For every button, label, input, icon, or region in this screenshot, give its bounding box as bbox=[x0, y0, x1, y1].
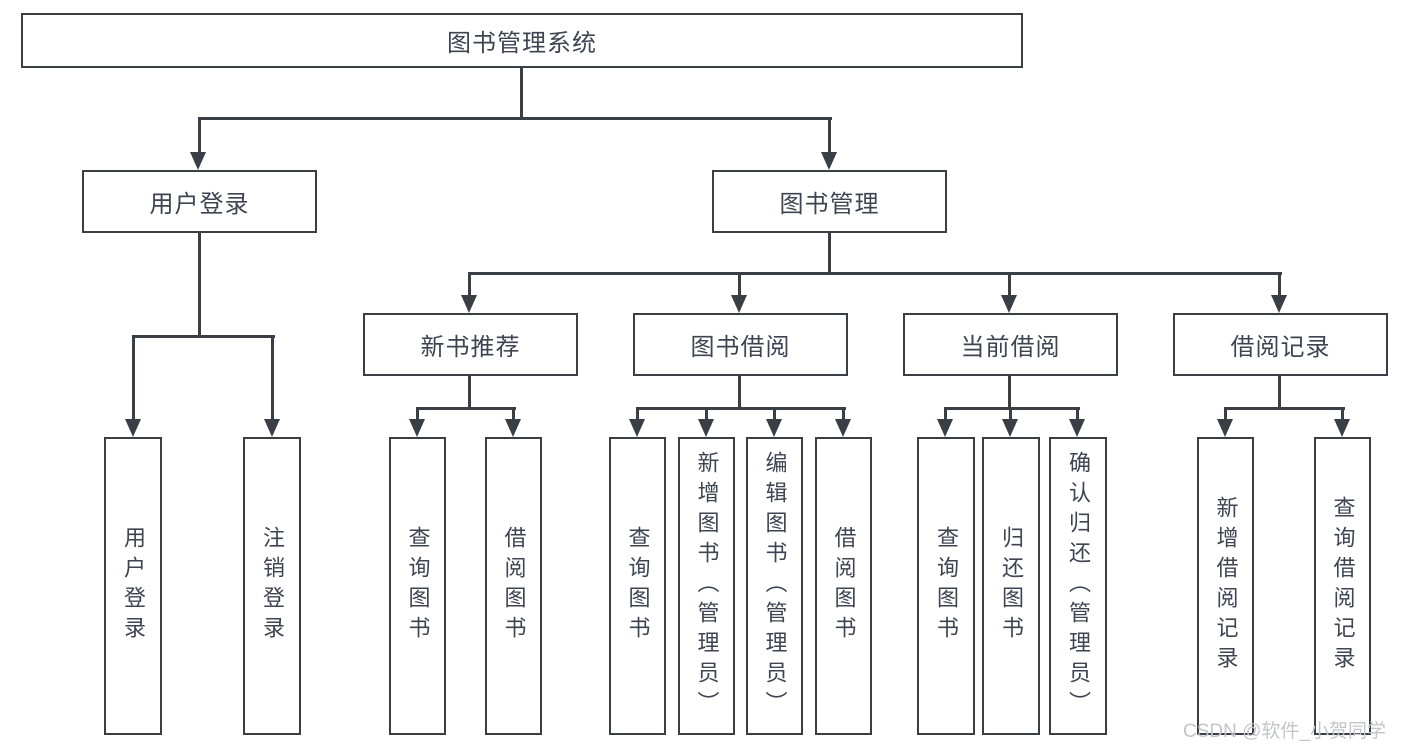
node-label: 图书管理系统 bbox=[447, 30, 597, 57]
node-borrow-records: 借阅记录 bbox=[1173, 313, 1388, 376]
connector-line bbox=[1076, 409, 1079, 421]
arrow-down-icon bbox=[190, 152, 206, 170]
connector-line bbox=[738, 274, 741, 297]
arrow-down-icon bbox=[1271, 295, 1287, 313]
node-label: 图书管理 bbox=[779, 191, 880, 218]
arrow-down-icon bbox=[1002, 419, 1018, 437]
connector-line bbox=[738, 376, 741, 410]
connector-line bbox=[198, 117, 832, 120]
connector-line bbox=[1224, 409, 1227, 421]
connector-line bbox=[828, 118, 831, 154]
connector-line bbox=[468, 272, 1282, 275]
arrow-down-icon bbox=[766, 419, 782, 437]
node-label: 查询图书 bbox=[934, 526, 959, 646]
node-leaf-query-borrow-record: 查询借阅记录 bbox=[1314, 437, 1371, 735]
connector-line bbox=[198, 233, 201, 338]
node-label: 图书借阅 bbox=[690, 334, 791, 361]
connector-line bbox=[468, 376, 471, 410]
node-label: 用户登录 bbox=[149, 191, 250, 218]
connector-line bbox=[636, 409, 639, 421]
connector-line bbox=[1224, 407, 1345, 410]
node-leaf-query-books: 查询图书 bbox=[917, 437, 975, 735]
watermark: CSDN @软件_小贺同学 bbox=[1183, 721, 1386, 742]
connector-line bbox=[198, 118, 201, 154]
connector-line bbox=[842, 409, 845, 421]
connector-line bbox=[468, 274, 471, 297]
node-label: 确认归还（管理员） bbox=[1066, 451, 1091, 721]
node-label: 查询图书 bbox=[405, 526, 431, 646]
node-label: 查询借阅记录 bbox=[1330, 496, 1356, 676]
node-label: 注销登录 bbox=[260, 526, 285, 646]
node-label: 查询图书 bbox=[625, 526, 651, 646]
node-leaf-query-books: 查询图书 bbox=[389, 437, 446, 735]
node-label: 借阅图书 bbox=[831, 526, 857, 646]
node-current-borrow: 当前借阅 bbox=[903, 313, 1118, 376]
node-label: 借阅图书 bbox=[501, 526, 527, 646]
connector-line bbox=[520, 68, 523, 119]
node-label: 当前借阅 bbox=[960, 334, 1061, 361]
connector-line bbox=[1008, 376, 1011, 410]
arrow-down-icon bbox=[409, 419, 425, 437]
node-leaf-borrow-books: 借阅图书 bbox=[485, 437, 542, 735]
node-label: 编辑图书（管理员） bbox=[762, 451, 788, 721]
node-label: 新书推荐 bbox=[420, 334, 521, 361]
arrow-down-icon bbox=[264, 419, 280, 437]
connector-line bbox=[271, 337, 274, 421]
connector-line bbox=[773, 409, 776, 421]
node-label: 借阅记录 bbox=[1230, 334, 1331, 361]
connector-line bbox=[416, 409, 419, 421]
connector-line bbox=[132, 337, 135, 421]
node-leaf-borrow-books: 借阅图书 bbox=[815, 437, 872, 735]
connector-line bbox=[132, 335, 275, 338]
connector-line bbox=[1278, 376, 1281, 410]
arrow-down-icon bbox=[835, 419, 851, 437]
node-label: 新增借阅记录 bbox=[1213, 496, 1239, 676]
node-book-management: 图书管理 bbox=[712, 170, 947, 233]
arrow-down-icon bbox=[1334, 419, 1350, 437]
connector-line bbox=[944, 407, 1080, 410]
connector-line bbox=[1008, 274, 1011, 297]
node-label: 用户登录 bbox=[121, 526, 146, 646]
arrow-down-icon bbox=[461, 295, 477, 313]
connector-line bbox=[416, 407, 516, 410]
arrow-down-icon bbox=[937, 419, 953, 437]
connector-line bbox=[1341, 409, 1344, 421]
arrow-down-icon bbox=[629, 419, 645, 437]
connector-line bbox=[1009, 409, 1012, 421]
node-leaf-edit-books-admin: 编辑图书（管理员） bbox=[746, 437, 803, 735]
node-leaf-query-books: 查询图书 bbox=[609, 437, 666, 735]
connector-line bbox=[512, 409, 515, 421]
arrow-down-icon bbox=[1001, 295, 1017, 313]
node-user-login: 用户登录 bbox=[82, 170, 317, 233]
arrow-down-icon bbox=[125, 419, 141, 437]
connector-line bbox=[944, 409, 947, 421]
arrow-down-icon bbox=[821, 152, 837, 170]
node-leaf-confirm-return-admin: 确认归还（管理员） bbox=[1049, 437, 1107, 735]
arrow-down-icon bbox=[1217, 419, 1233, 437]
arrow-down-icon bbox=[1069, 419, 1085, 437]
connector-line bbox=[1278, 274, 1281, 297]
arrow-down-icon bbox=[505, 419, 521, 437]
node-new-book-recommend: 新书推荐 bbox=[363, 313, 578, 376]
node-leaf-logout: 注销登录 bbox=[243, 437, 301, 735]
node-leaf-add-borrow-record: 新增借阅记录 bbox=[1197, 437, 1254, 735]
node-label: 新增图书（管理员） bbox=[694, 451, 720, 721]
connector-line bbox=[828, 233, 831, 274]
connector-line bbox=[636, 407, 846, 410]
node-root: 图书管理系统 bbox=[21, 13, 1023, 68]
arrow-down-icon bbox=[698, 419, 714, 437]
node-label: 归还图书 bbox=[999, 526, 1024, 646]
node-leaf-user-login: 用户登录 bbox=[104, 437, 162, 735]
node-leaf-return-books: 归还图书 bbox=[982, 437, 1040, 735]
connector-line bbox=[705, 409, 708, 421]
arrow-down-icon bbox=[731, 295, 747, 313]
node-leaf-add-books-admin: 新增图书（管理员） bbox=[678, 437, 735, 735]
node-book-borrow: 图书借阅 bbox=[633, 313, 848, 376]
